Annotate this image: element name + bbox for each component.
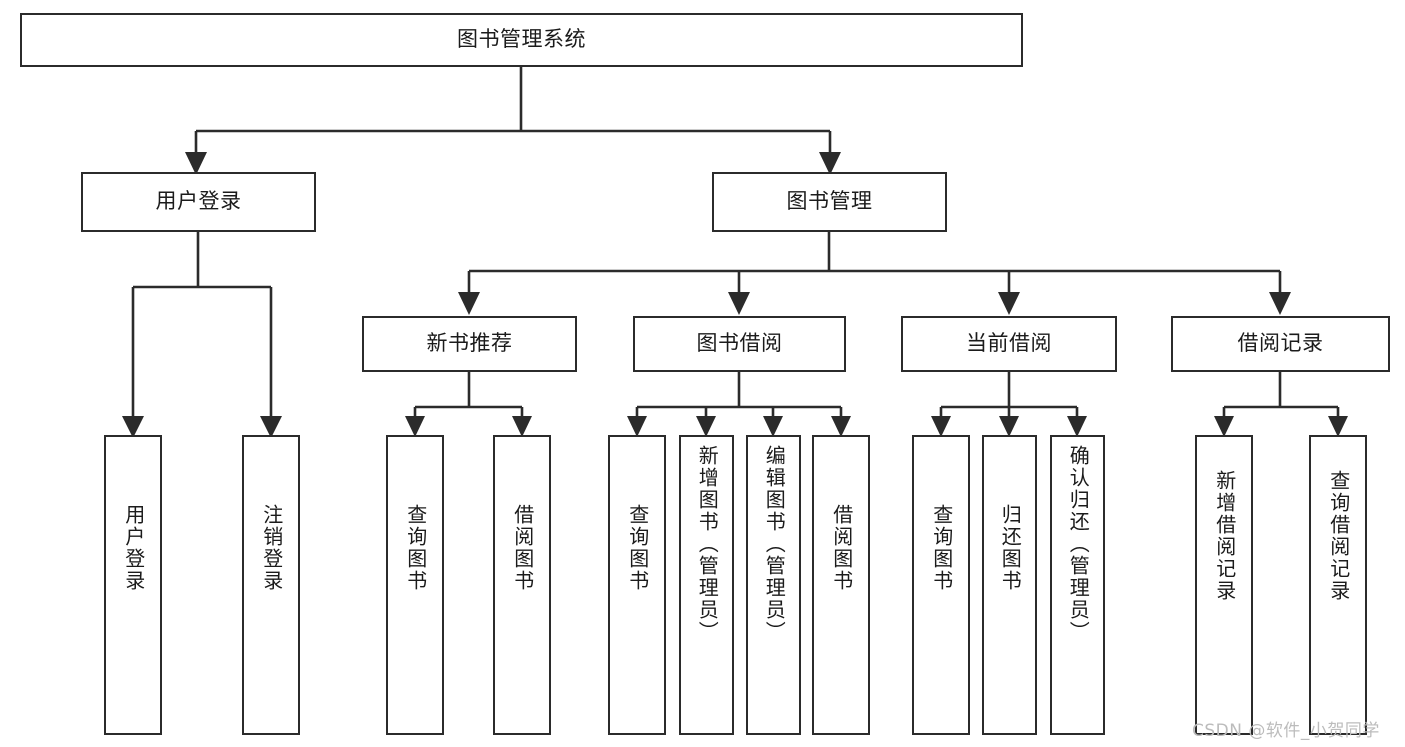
node-leaf-add-book-label: 新增图书（管理员） <box>695 445 720 643</box>
node-leaf-borrow-book-1[interactable]: 借阅图书 <box>493 435 551 735</box>
node-leaf-query-book-3-label: 查询图书 <box>929 504 954 592</box>
node-leaf-confirm-return-label: 确认归还（管理员） <box>1066 445 1091 643</box>
node-borrow-record[interactable]: 借阅记录 <box>1171 316 1390 372</box>
node-leaf-user-login-label: 用户登录 <box>121 504 146 592</box>
node-leaf-add-borrow-record-label: 新增借阅记录 <box>1212 470 1237 602</box>
node-leaf-borrow-book-2[interactable]: 借阅图书 <box>812 435 870 735</box>
node-new-book-recommend[interactable]: 新书推荐 <box>362 316 577 372</box>
node-current-borrow[interactable]: 当前借阅 <box>901 316 1117 372</box>
node-borrow-record-label: 借阅记录 <box>1237 331 1324 356</box>
node-book-manage-label: 图书管理 <box>786 189 873 214</box>
node-leaf-borrow-book-2-label: 借阅图书 <box>829 504 854 592</box>
node-new-book-recommend-label: 新书推荐 <box>426 331 513 356</box>
node-root-label: 图书管理系统 <box>457 27 586 52</box>
node-leaf-return-book[interactable]: 归还图书 <box>982 435 1037 735</box>
node-leaf-logout-login-label: 注销登录 <box>259 504 284 592</box>
node-user-login[interactable]: 用户登录 <box>81 172 316 232</box>
node-leaf-query-borrow-record-label: 查询借阅记录 <box>1326 470 1351 602</box>
node-leaf-confirm-return[interactable]: 确认归还（管理员） <box>1050 435 1105 735</box>
node-book-borrow[interactable]: 图书借阅 <box>633 316 846 372</box>
node-user-login-label: 用户登录 <box>155 189 242 214</box>
node-leaf-logout-login[interactable]: 注销登录 <box>242 435 300 735</box>
node-leaf-add-book[interactable]: 新增图书（管理员） <box>679 435 734 735</box>
node-root[interactable]: 图书管理系统 <box>20 13 1023 67</box>
node-book-borrow-label: 图书借阅 <box>696 331 783 356</box>
node-leaf-user-login[interactable]: 用户登录 <box>104 435 162 735</box>
node-current-borrow-label: 当前借阅 <box>966 331 1052 356</box>
node-leaf-query-book-2[interactable]: 查询图书 <box>608 435 666 735</box>
node-leaf-return-book-label: 归还图书 <box>998 504 1023 592</box>
node-leaf-query-book-3[interactable]: 查询图书 <box>912 435 970 735</box>
node-leaf-query-book-2-label: 查询图书 <box>625 504 650 592</box>
node-leaf-add-borrow-record[interactable]: 新增借阅记录 <box>1195 435 1253 735</box>
node-leaf-query-book-1-label: 查询图书 <box>403 504 428 592</box>
node-leaf-query-book-1[interactable]: 查询图书 <box>386 435 444 735</box>
node-leaf-query-borrow-record[interactable]: 查询借阅记录 <box>1309 435 1367 735</box>
node-leaf-edit-book[interactable]: 编辑图书（管理员） <box>746 435 801 735</box>
node-leaf-borrow-book-1-label: 借阅图书 <box>510 504 535 592</box>
arrowheads <box>122 152 1348 438</box>
node-leaf-edit-book-label: 编辑图书（管理员） <box>762 445 787 643</box>
node-book-manage[interactable]: 图书管理 <box>712 172 947 232</box>
